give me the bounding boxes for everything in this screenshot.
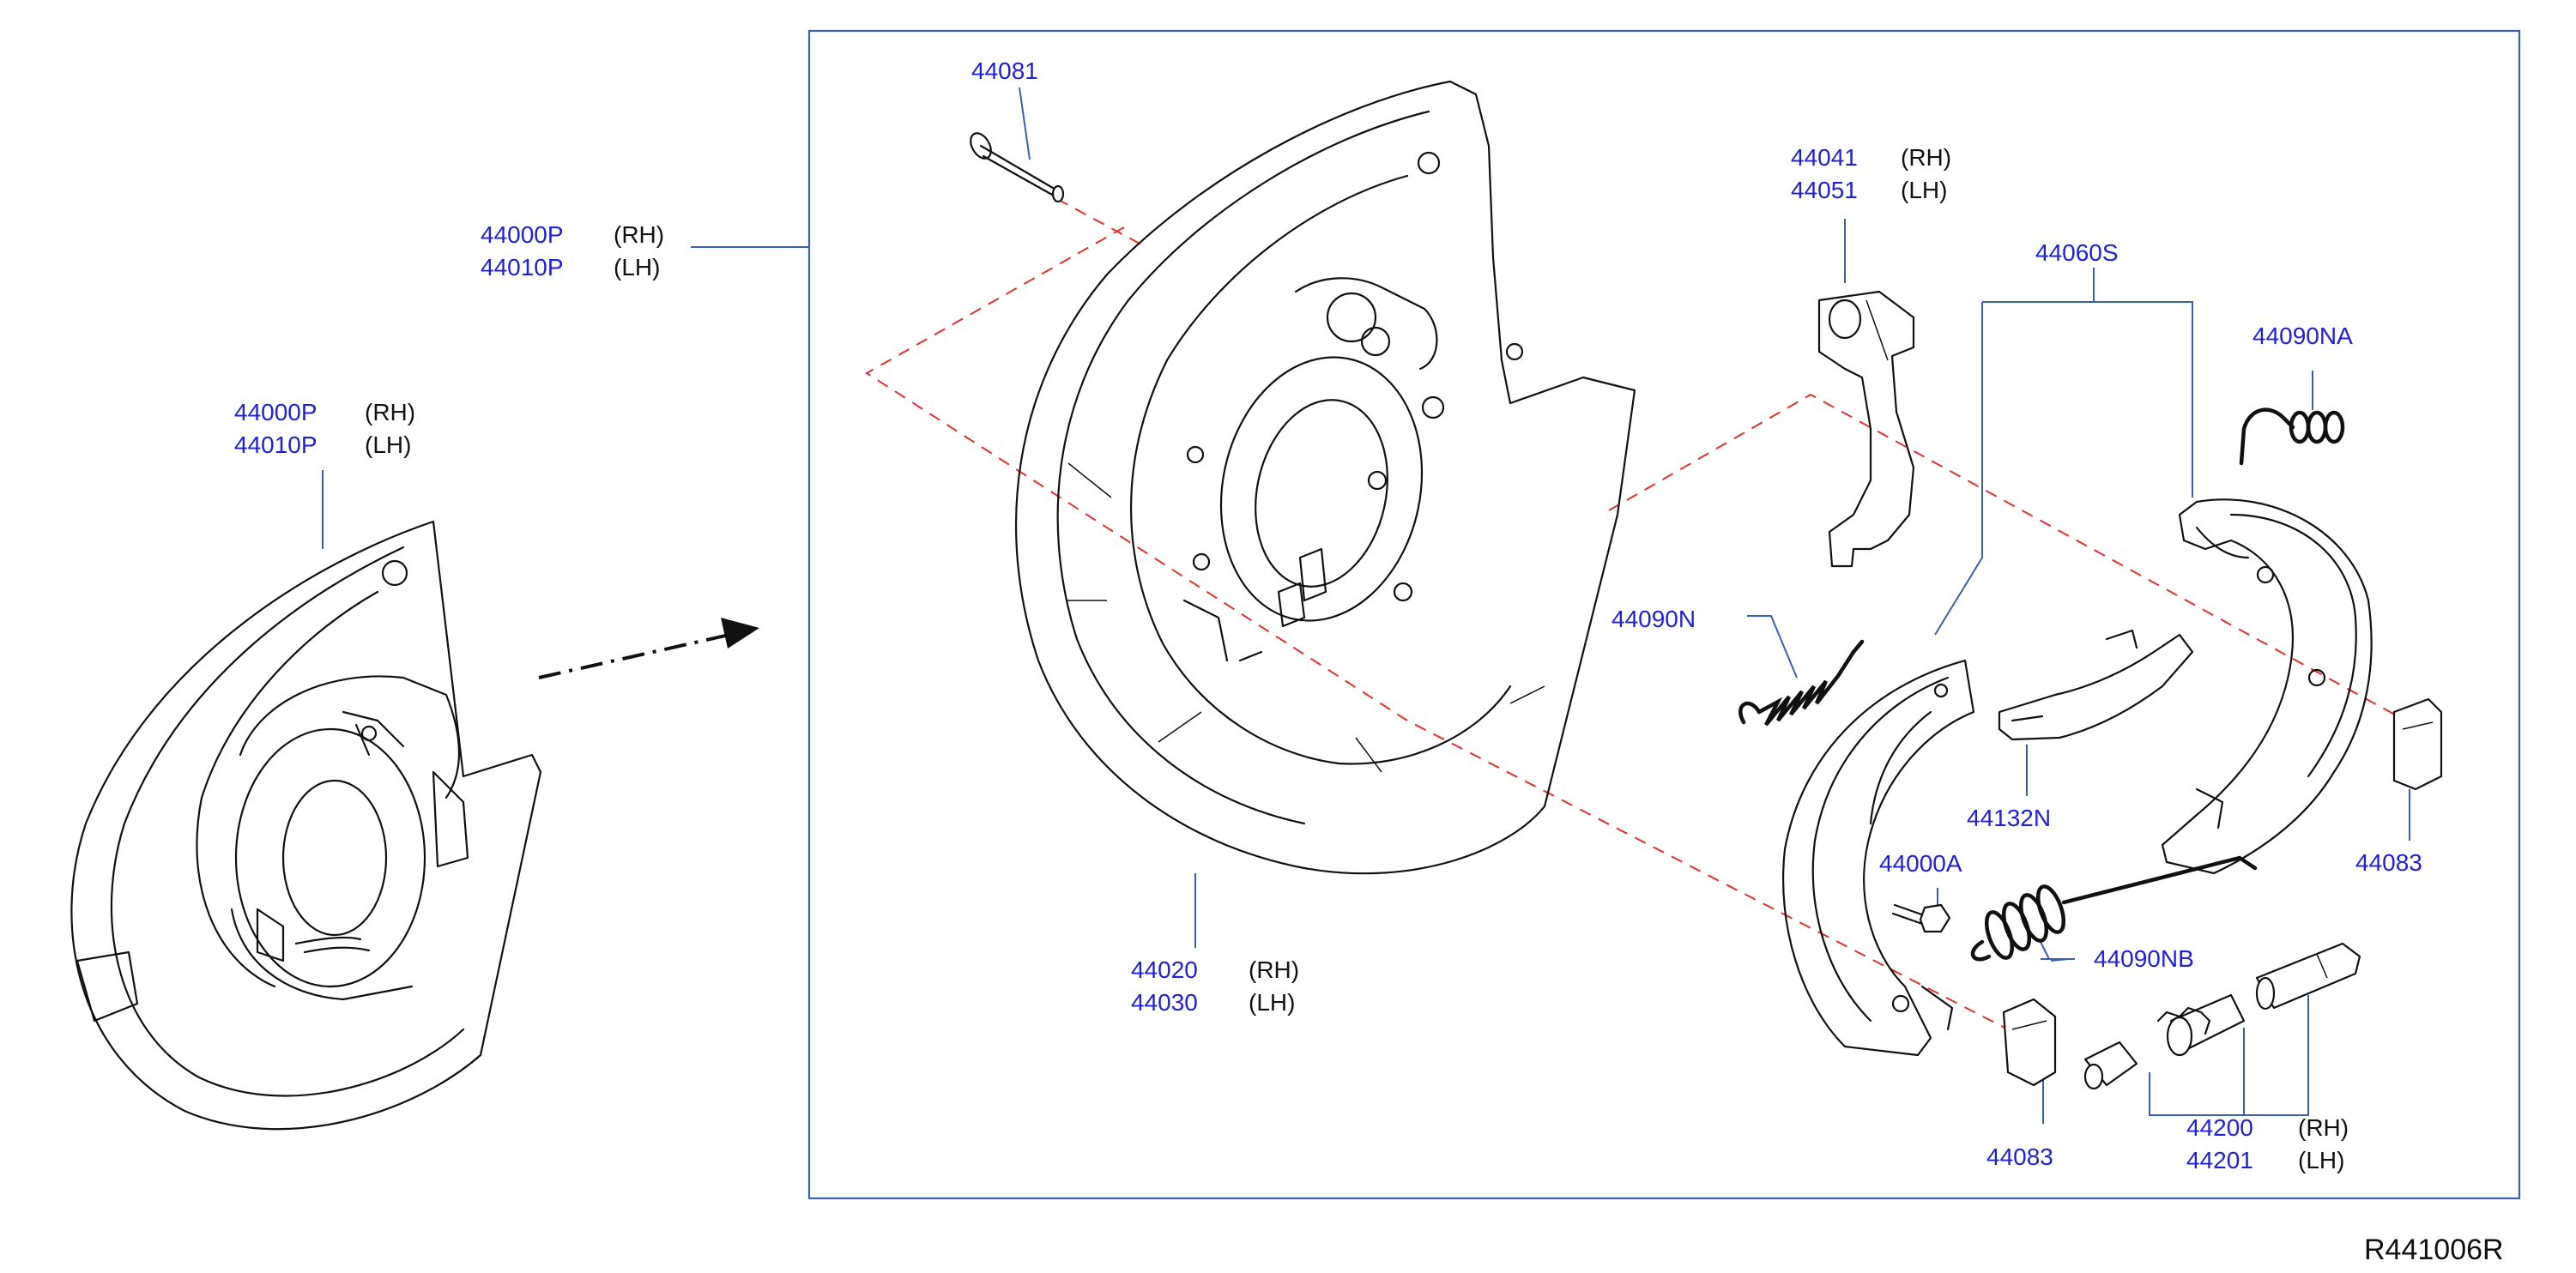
label-back-plate-rh: 44020	[1131, 956, 1198, 983]
label-assy-outside-lh: 44010P	[234, 431, 317, 458]
label-adjuster-lh: 44201	[2186, 1147, 2253, 1173]
label-bolt: 44000A	[1879, 850, 1962, 877]
label-spring-upper: 44090NA	[2252, 323, 2353, 349]
label-adjuster-rh-side: (RH)	[2298, 1114, 2349, 1141]
label-assy-outside-rh-side: (RH)	[365, 399, 415, 425]
spring-upper-part	[2239, 407, 2345, 466]
label-strut: 44132N	[1967, 805, 2051, 831]
label-assy-outside-lh-side: (LH)	[365, 431, 411, 458]
label-assy-frame-lh: 44010P	[481, 254, 564, 281]
bolt-part	[1891, 903, 1951, 933]
label-assy-frame-rh-side: (RH)	[614, 221, 664, 248]
label-retainer-lower: 44083	[1986, 1143, 2053, 1170]
spring-left-part	[1738, 639, 1865, 727]
label-back-plate-lh-side: (LH)	[1249, 989, 1295, 1016]
label-lever-rh: 44041	[1791, 144, 1858, 171]
label-adjuster-rh: 44200	[2186, 1114, 2253, 1141]
label-spring-lower: 44090NB	[2094, 945, 2194, 972]
direction-arrow	[538, 618, 759, 679]
strut-part	[1998, 629, 2194, 741]
alignment-lines	[865, 198, 2438, 1030]
label-back-plate-rh-side: (RH)	[1249, 956, 1299, 983]
detail-frame	[807, 29, 2521, 1200]
label-lever-lh-side: (LH)	[1901, 177, 1947, 203]
label-assy-outside-rh: 44000P	[234, 399, 317, 425]
lever-part	[1817, 290, 1915, 568]
brake-shoe-left-part	[1781, 659, 1975, 1057]
callout-labels: 44000P (RH) 44010P (LH) 44000P (RH) 4401…	[234, 57, 2422, 1173]
assembled-brake-drawing	[70, 520, 542, 1131]
label-lever-lh: 44051	[1791, 177, 1858, 203]
label-pin: 44081	[971, 57, 1038, 84]
spring-lower-part	[1970, 855, 2258, 962]
label-retainer-right: 44083	[2355, 849, 2422, 876]
retainer-lower-part	[2002, 998, 2057, 1087]
label-assy-frame-rh: 44000P	[481, 221, 564, 248]
adjuster-part	[2083, 942, 2361, 1090]
leader-lines	[322, 87, 2410, 1124]
retainer-right-part	[2392, 697, 2443, 791]
label-shoe-set: 44060S	[2035, 239, 2119, 266]
brake-shoe-right-part	[2161, 498, 2373, 875]
back-plate-part	[1014, 80, 1636, 875]
label-lever-rh-side: (RH)	[1901, 144, 1951, 171]
label-back-plate-lh: 44030	[1131, 989, 1198, 1016]
reference-code: R441006R	[2364, 1234, 2504, 1266]
label-adjuster-lh-side: (LH)	[2298, 1147, 2344, 1173]
label-spring-left: 44090N	[1612, 606, 1696, 632]
label-assy-frame-lh-side: (LH)	[614, 254, 660, 281]
pin-part	[970, 132, 1065, 203]
